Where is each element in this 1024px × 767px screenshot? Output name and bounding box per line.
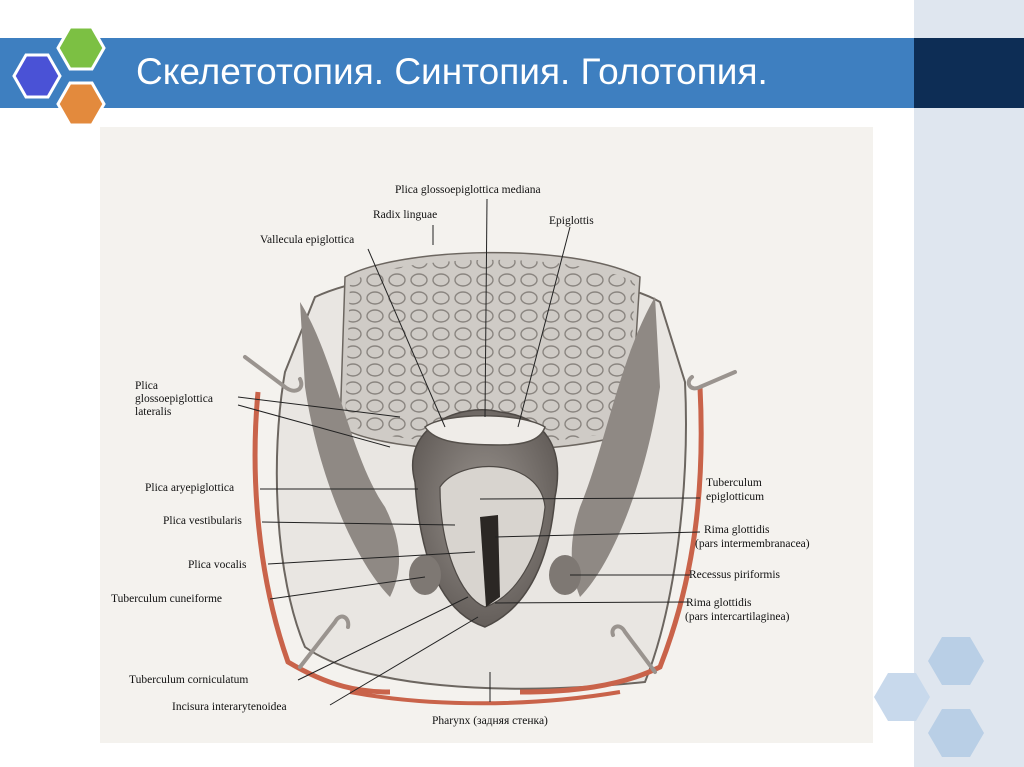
title-bar-accent bbox=[914, 38, 1024, 108]
label-rima-intermembranacea-1: Rima glottidis bbox=[704, 524, 770, 536]
tongue-papillae bbox=[345, 259, 635, 444]
label-recessus-piriformis: Recessus piriformis bbox=[689, 569, 781, 581]
lower-right-hook-icon bbox=[610, 624, 657, 674]
upper-left-hook-icon bbox=[243, 355, 304, 393]
leader-cuneiforme bbox=[269, 576, 426, 600]
label-plica-lateralis-2: glossoepiglottica bbox=[135, 393, 213, 405]
deco-hexagon-bottom-icon bbox=[928, 709, 984, 757]
label-tuberculum-epiglotticum-1: Tuberculum bbox=[706, 477, 762, 489]
label-tuberculum-cuneiforme: Tuberculum cuneiforme bbox=[111, 593, 223, 605]
hexagon-logo-icon bbox=[12, 25, 106, 127]
label-rima-intercartilaginea-1: Rima glottidis bbox=[686, 597, 752, 609]
larynx-drawing bbox=[237, 198, 737, 706]
upper-right-hook-icon bbox=[686, 370, 737, 391]
label-tuberculum-epiglotticum-2: epiglotticum bbox=[706, 491, 765, 503]
right-cuneiform-tubercle bbox=[549, 555, 581, 595]
deco-hexagon-left-icon bbox=[874, 673, 930, 721]
blue-hexagon-icon bbox=[12, 53, 62, 99]
larynx-illustration: Plica glossoepiglottica mediana Radix li… bbox=[100, 127, 873, 743]
leader-lines bbox=[237, 198, 701, 706]
title-bar bbox=[0, 38, 1024, 108]
label-plica-lateralis-3: lateralis bbox=[135, 406, 172, 418]
label-rima-intermembranacea-2: (pars intermembranacea) bbox=[695, 538, 810, 550]
leader-rima-intermembranacea bbox=[494, 531, 701, 538]
label-epiglottis: Epiglottis bbox=[549, 215, 594, 227]
label-plica-vestibularis: Plica vestibularis bbox=[163, 515, 242, 527]
leader-lateralis-1 bbox=[237, 396, 401, 418]
label-plica-vocalis: Plica vocalis bbox=[188, 559, 247, 571]
left-muscle-layer bbox=[252, 391, 391, 695]
leader-mediana bbox=[484, 198, 488, 418]
label-radix-linguae: Radix linguae bbox=[373, 209, 438, 221]
label-incisura-interarytenoidea: Incisura interarytenoidea bbox=[172, 701, 287, 713]
leader-tuberculum-epiglotticum bbox=[479, 497, 701, 500]
bottom-muscle-layer bbox=[349, 690, 621, 706]
leader-incisura bbox=[329, 616, 479, 706]
leader-lateralis-2 bbox=[237, 404, 391, 448]
left-cuneiform-tubercle bbox=[409, 555, 441, 595]
leader-epiglottis bbox=[517, 226, 571, 428]
label-rima-intercartilaginea-2: (pars intercartilaginea) bbox=[685, 611, 790, 623]
orange-hexagon-icon bbox=[56, 81, 106, 127]
label-plica-lateralis-1: Plica bbox=[135, 380, 158, 392]
rima-glottidis bbox=[480, 515, 500, 607]
leader-vallecula bbox=[367, 248, 446, 428]
leader-vocalis bbox=[267, 551, 476, 565]
label-tuberculum-corniculatum: Tuberculum corniculatum bbox=[129, 674, 249, 686]
label-vallecula-epiglottica: Vallecula epiglottica bbox=[260, 234, 355, 246]
green-hexagon-icon bbox=[56, 25, 106, 71]
leader-vestibularis bbox=[261, 521, 456, 526]
leader-corniculatum bbox=[297, 596, 469, 681]
right-muscle-layer bbox=[519, 386, 704, 695]
label-pharynx: Pharynx (задняя стенка) bbox=[432, 715, 548, 727]
label-plica-glossoepiglottica-mediana: Plica glossoepiglottica mediana bbox=[395, 184, 541, 196]
slide-title: Скелетотопия. Синтопия. Голотопия. bbox=[136, 51, 768, 92]
leader-rima-intercartilaginea bbox=[494, 601, 691, 604]
right-lateral-fold bbox=[571, 297, 660, 597]
deco-hexagon-top-icon bbox=[928, 637, 984, 685]
epiglottis-shape bbox=[423, 415, 546, 446]
lower-left-hook-icon bbox=[298, 614, 351, 669]
hexagon-decoration-icon bbox=[874, 637, 984, 757]
label-plica-aryepiglottica: Plica aryepiglottica bbox=[145, 482, 235, 494]
